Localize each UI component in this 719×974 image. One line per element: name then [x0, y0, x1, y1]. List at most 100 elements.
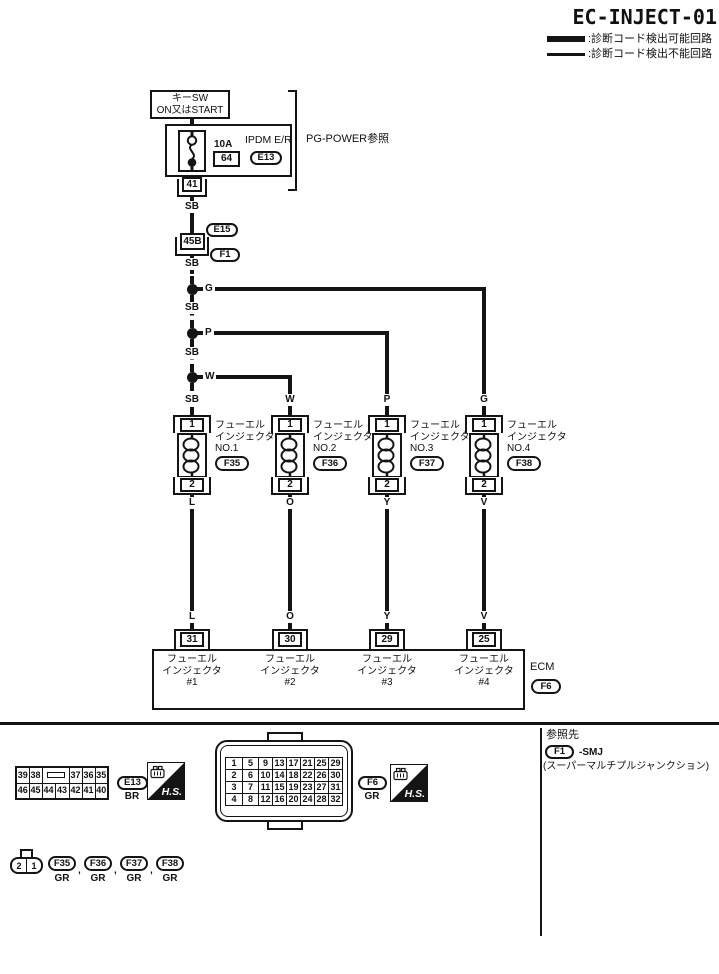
f6-cell: 10	[258, 768, 273, 782]
f6-cell: 4	[225, 792, 243, 806]
wire-g-vertical	[482, 287, 486, 415]
injector3-pin-top: 1	[375, 418, 399, 432]
wire-in-label-2: W	[283, 394, 297, 406]
hs-view-icon-2: H.S.	[390, 764, 428, 802]
injector3-coil-icon	[372, 433, 402, 478]
wire-color-label-sb: SB	[183, 347, 201, 359]
f6-cell: 3	[225, 780, 243, 794]
f6-cell: 1	[225, 756, 243, 770]
comma-separator: ,	[150, 865, 153, 876]
e13-cell: 42	[68, 782, 83, 800]
wire-color-label-sb: SB	[183, 302, 201, 314]
f6-cell: 31	[328, 780, 343, 794]
injector4-pin-bottom: 2	[472, 478, 496, 492]
injector3-label: フューエル インジェクタ NO.3	[410, 420, 470, 455]
f6-cell: 28	[314, 792, 329, 806]
junction-dot-3	[186, 371, 198, 383]
connector-badge-f6-footer: F6	[358, 776, 387, 790]
wire-out-label-3a: Y	[381, 497, 393, 509]
ecm-col3-label: フューエル インジェクタ #3	[357, 654, 417, 688]
reference-note: (スーパーマルチプルジャンクション)	[543, 761, 710, 772]
page-title: EC-INJECT-01	[572, 5, 718, 29]
connector-badge-f38-footer: F38	[156, 856, 184, 871]
injector3-label-line2: インジェクタ	[410, 431, 470, 443]
e13-key-cell	[41, 766, 70, 784]
injector2-label-line2: インジェクタ	[313, 431, 373, 443]
injector4-label-no: NO.4	[507, 443, 531, 454]
f37-wire-color: GR	[126, 873, 142, 884]
injector2-pin-bottom: 2	[278, 478, 302, 492]
f6-cell: 7	[242, 780, 259, 794]
wire-g-horizontal	[196, 287, 486, 291]
wire-out-label-4b: V	[478, 611, 490, 623]
pg-power-reference: PG-POWER参照	[306, 133, 390, 145]
e13-cell: 40	[94, 782, 109, 800]
smj-pin: 45B	[180, 233, 205, 250]
f6-cell: 13	[272, 756, 287, 770]
f6-cell: 19	[286, 780, 301, 794]
injector2-label: フューエル インジェクタ NO.2	[313, 420, 373, 455]
connector-badge-f35-footer: F35	[48, 856, 76, 871]
reference-divider	[540, 728, 542, 936]
branch-wire-label-w: W	[203, 371, 217, 383]
f6-cell: 18	[286, 768, 301, 782]
ipdm-module-name: IPDM E/R	[245, 134, 292, 146]
wire-in-label-3: P	[381, 394, 393, 406]
injector4-label: フューエル インジェクタ NO.4	[507, 420, 567, 455]
injector3-label-line1: フューエル	[410, 420, 460, 431]
fuse-rating: 10A	[214, 139, 233, 150]
e13-cell: 38	[28, 766, 43, 784]
f6-cell: 14	[272, 768, 287, 782]
wire-out-4	[482, 495, 486, 629]
injector4-label-line2: インジェクタ	[507, 431, 567, 443]
injector2-coil-icon	[275, 433, 305, 478]
wire-out-label-1a: L	[186, 497, 198, 509]
f6-cell: 2	[225, 768, 243, 782]
f6-cell: 21	[300, 756, 315, 770]
fuse-number-box: 64	[213, 151, 240, 167]
e13-cell: 39	[15, 766, 30, 784]
wire-out-label-4a: V	[478, 497, 490, 509]
pigtail-connector-face: 2 1	[10, 857, 43, 874]
f6-cell: 6	[242, 768, 259, 782]
connector-badge-f1-footer: F1	[545, 745, 574, 759]
ecm-pin-1: 31	[180, 632, 204, 647]
connector-badge-f36: F36	[313, 456, 347, 471]
injector3-pin-bottom: 2	[375, 478, 399, 492]
e13-cell: 43	[54, 782, 70, 800]
wire-out-label-2b: O	[284, 611, 296, 623]
injector4-label-line1: フューエル	[507, 420, 557, 431]
footer-divider	[0, 722, 719, 725]
keyway-slot	[46, 772, 65, 779]
connector-badge-f1: F1	[210, 248, 240, 262]
injector1-label: フューエル インジェクタ NO.1	[215, 420, 275, 455]
wire-color-label-sb: SB	[183, 258, 201, 270]
ecm-col2-label: フューエル インジェクタ #2	[260, 654, 320, 688]
ecm-pin-3: 29	[375, 632, 399, 647]
wire-out-3	[385, 495, 389, 629]
f6-cell: 29	[328, 756, 343, 770]
e13-cell: 46	[15, 782, 30, 800]
hs-view-icon: H.S.	[147, 762, 185, 800]
injector1-coil-icon	[177, 433, 207, 478]
connector-badge-f38: F38	[507, 456, 541, 471]
injector2-label-line1: フューエル	[313, 420, 363, 431]
ipdm-output-pin: 41	[182, 177, 202, 192]
legend-detectable-label: :診断コード検出可能回路	[588, 33, 713, 45]
wire-color-label-sb: SB	[183, 201, 201, 213]
wire-out-1	[190, 495, 194, 629]
f6-cell: 27	[314, 780, 329, 794]
injector4-pin-top: 1	[472, 418, 496, 432]
wire-in-label-1: SB	[183, 394, 201, 406]
f6-cell: 5	[242, 756, 259, 770]
wire-in-label-4: G	[478, 394, 490, 406]
legend-undetectable-label: :診断コード検出不能回路	[588, 48, 713, 60]
f6-cell: 8	[242, 792, 259, 806]
connector-view-icon	[150, 765, 165, 779]
connector-badge-e13: E13	[250, 151, 282, 165]
ecm-col4-label: フューエル インジェクタ #4	[454, 654, 514, 688]
e13-cell: 35	[94, 766, 109, 784]
f6-cell: 20	[286, 792, 301, 806]
wire-p-horizontal	[196, 331, 389, 335]
pigtail-pin-1: 1	[26, 859, 41, 872]
